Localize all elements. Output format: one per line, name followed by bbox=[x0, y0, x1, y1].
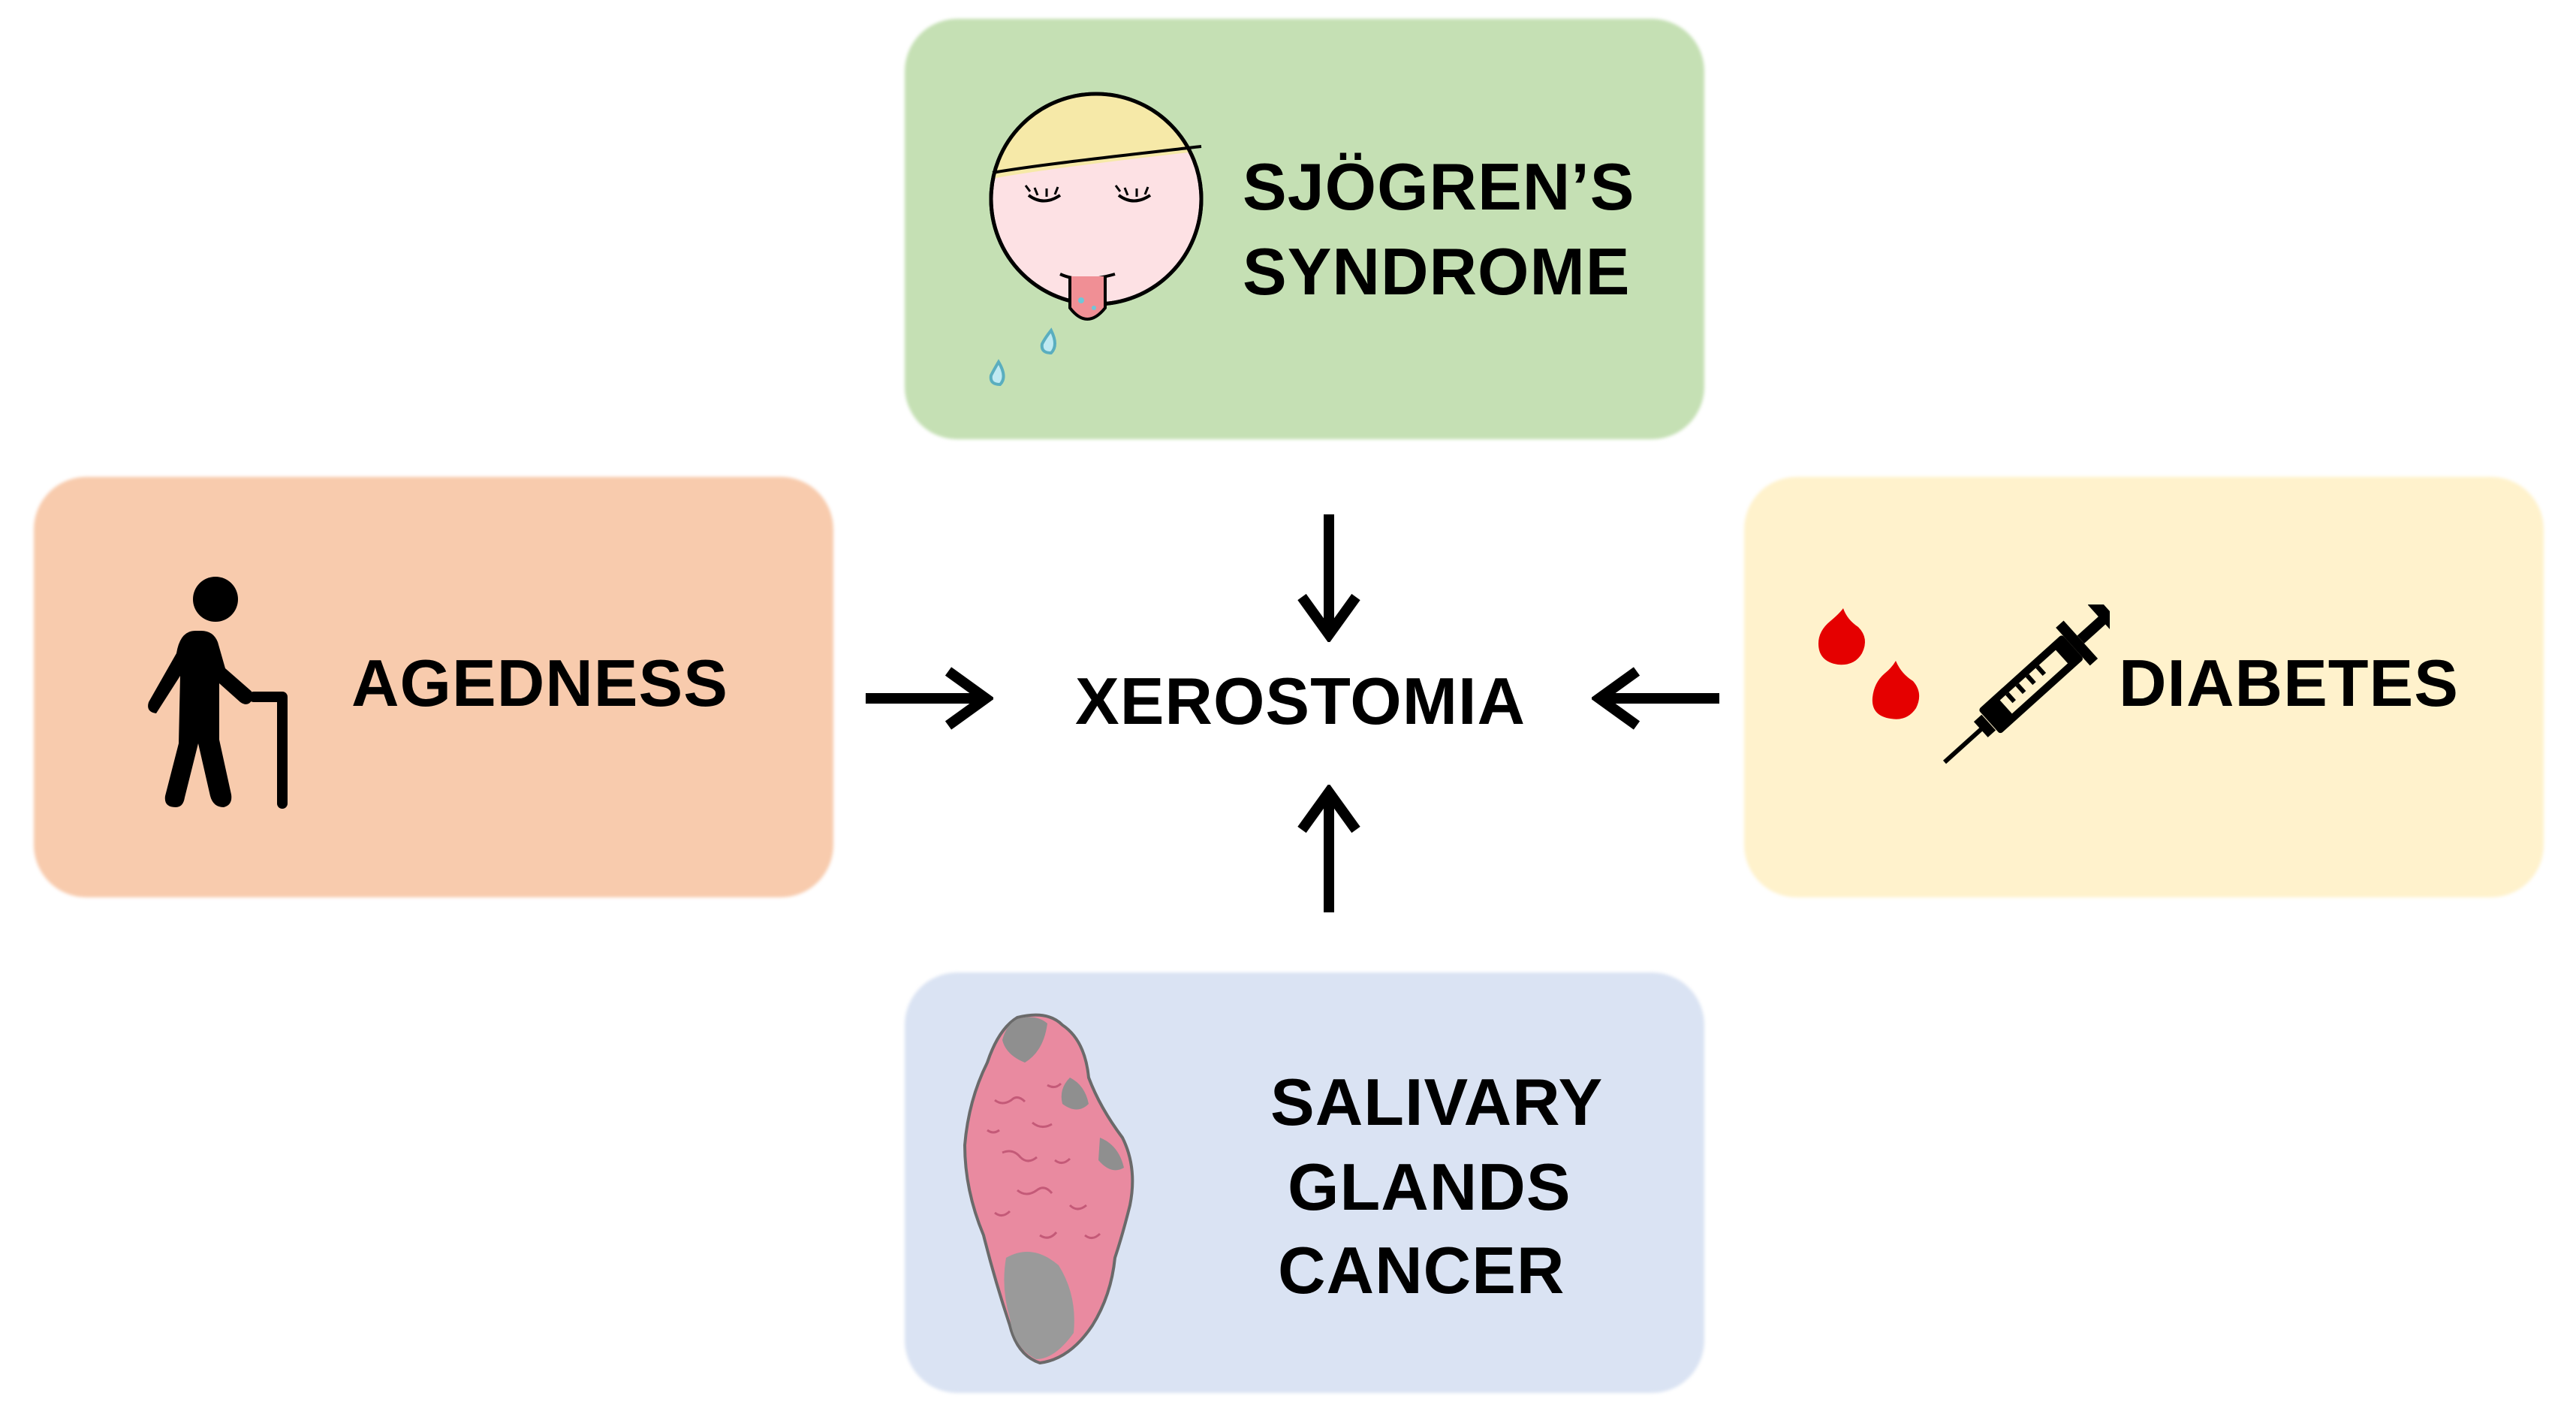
dry-mouth-face-icon bbox=[989, 92, 1204, 387]
xerostomia-label: XEROSTOMIA bbox=[1075, 664, 1526, 738]
blood-drops-and-syringe-icon bbox=[1818, 604, 2110, 764]
arrow-down-from-sjogren bbox=[1297, 514, 1360, 642]
elderly-person-with-cane-icon bbox=[148, 577, 288, 809]
cancer-label-line2: GLANDS bbox=[1288, 1150, 1571, 1224]
sjogren-label-line2: SYNDROME bbox=[1243, 234, 1631, 309]
cancer-label-line1: SALIVARY bbox=[1270, 1065, 1604, 1139]
arrow-right-from-agedness bbox=[866, 667, 993, 730]
salivary-gland-tissue-icon bbox=[963, 1013, 1134, 1365]
diabetes-label: DIABETES bbox=[2119, 646, 2459, 720]
agedness-label: AGEDNESS bbox=[351, 646, 728, 720]
sjogren-label-line1: SJÖGREN’S bbox=[1243, 149, 1635, 224]
arrow-left-from-diabetes bbox=[1592, 667, 1719, 730]
arrow-up-from-cancer bbox=[1297, 785, 1360, 912]
cancer-label-line3: CANCER bbox=[1278, 1233, 1565, 1307]
